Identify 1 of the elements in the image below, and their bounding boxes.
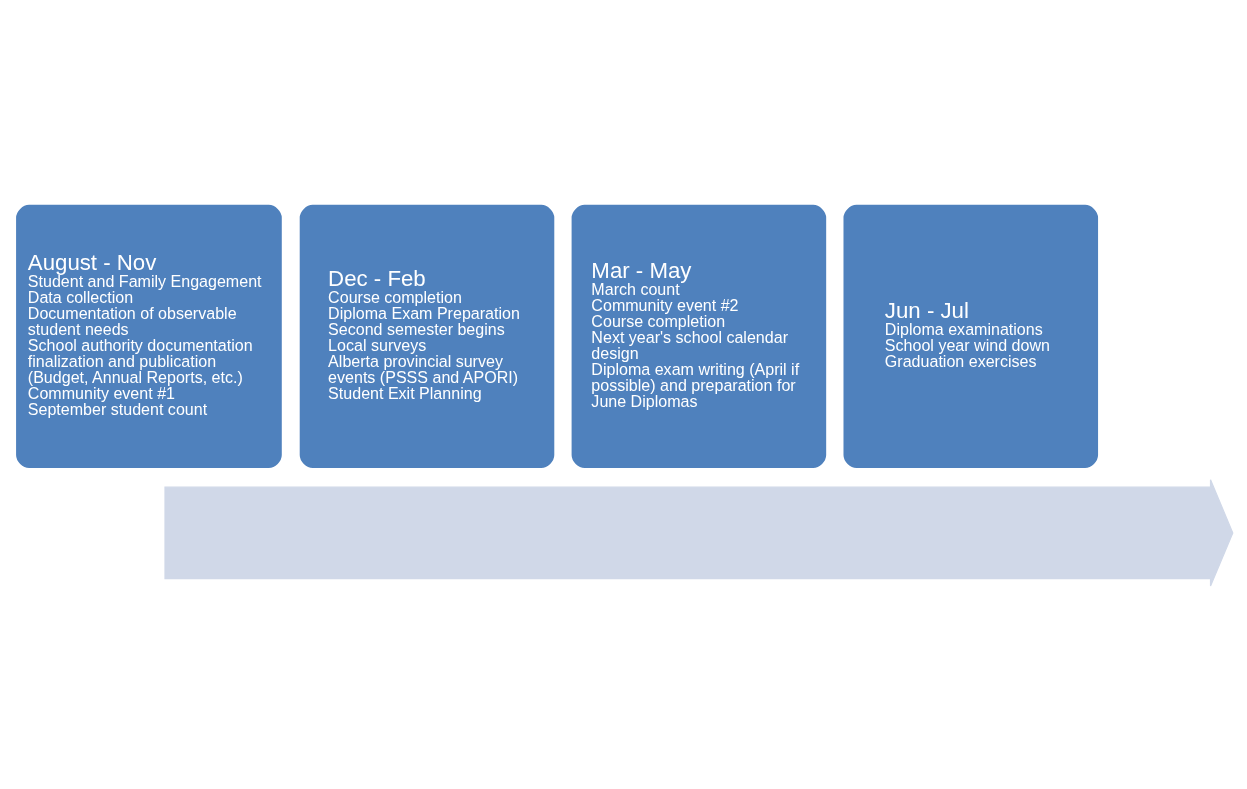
node-arrow bbox=[164, 479, 1234, 587]
